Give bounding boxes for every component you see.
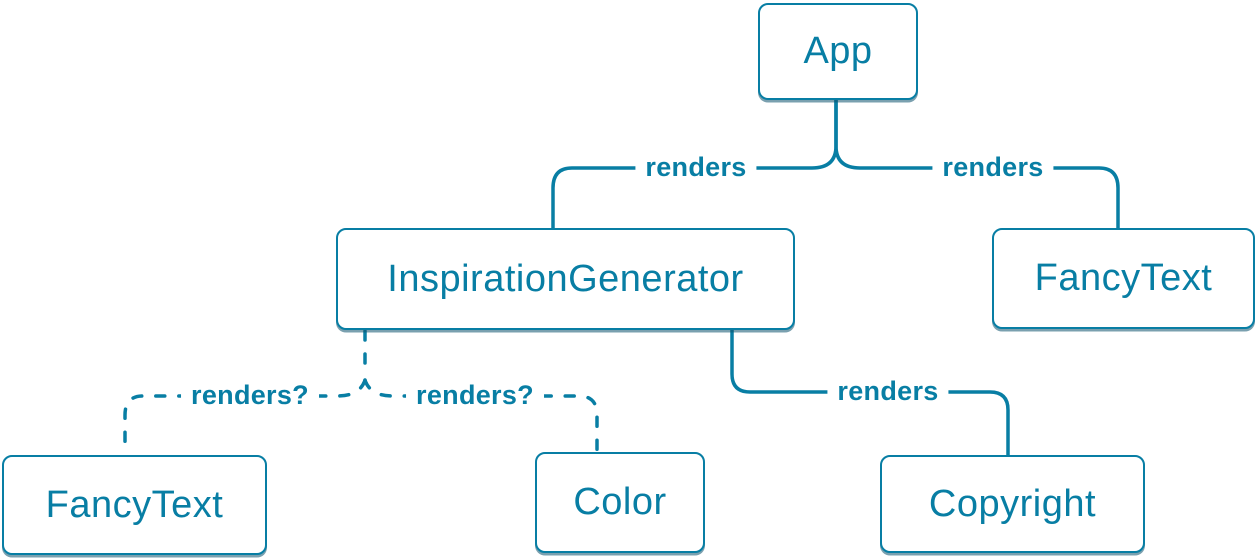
node-fancy-text-top-label: FancyText: [1034, 257, 1213, 299]
node-copyright-label: Copyright: [928, 482, 1097, 525]
node-fancy-text-top: FancyText: [992, 228, 1255, 329]
node-inspiration-generator: InspirationGenerator: [336, 228, 795, 330]
edge-label-renders-app-right: renders: [932, 152, 1054, 184]
node-color-label: Color: [573, 481, 667, 523]
node-fancy-text-bottom-label: FancyText: [45, 483, 224, 526]
edge-label-renders-question-right: renders?: [406, 380, 544, 412]
edge-label-renders-copyright: renders: [827, 376, 949, 408]
edge-label-renders-question-left: renders?: [181, 380, 319, 412]
edge-label-renders-app-left: renders: [635, 152, 757, 184]
node-app-label: App: [803, 30, 873, 72]
node-copyright: Copyright: [880, 455, 1145, 553]
node-fancy-text-bottom: FancyText: [2, 455, 267, 555]
node-app: App: [758, 3, 918, 100]
node-color: Color: [535, 452, 705, 553]
node-inspiration-generator-label: InspirationGenerator: [387, 257, 744, 300]
